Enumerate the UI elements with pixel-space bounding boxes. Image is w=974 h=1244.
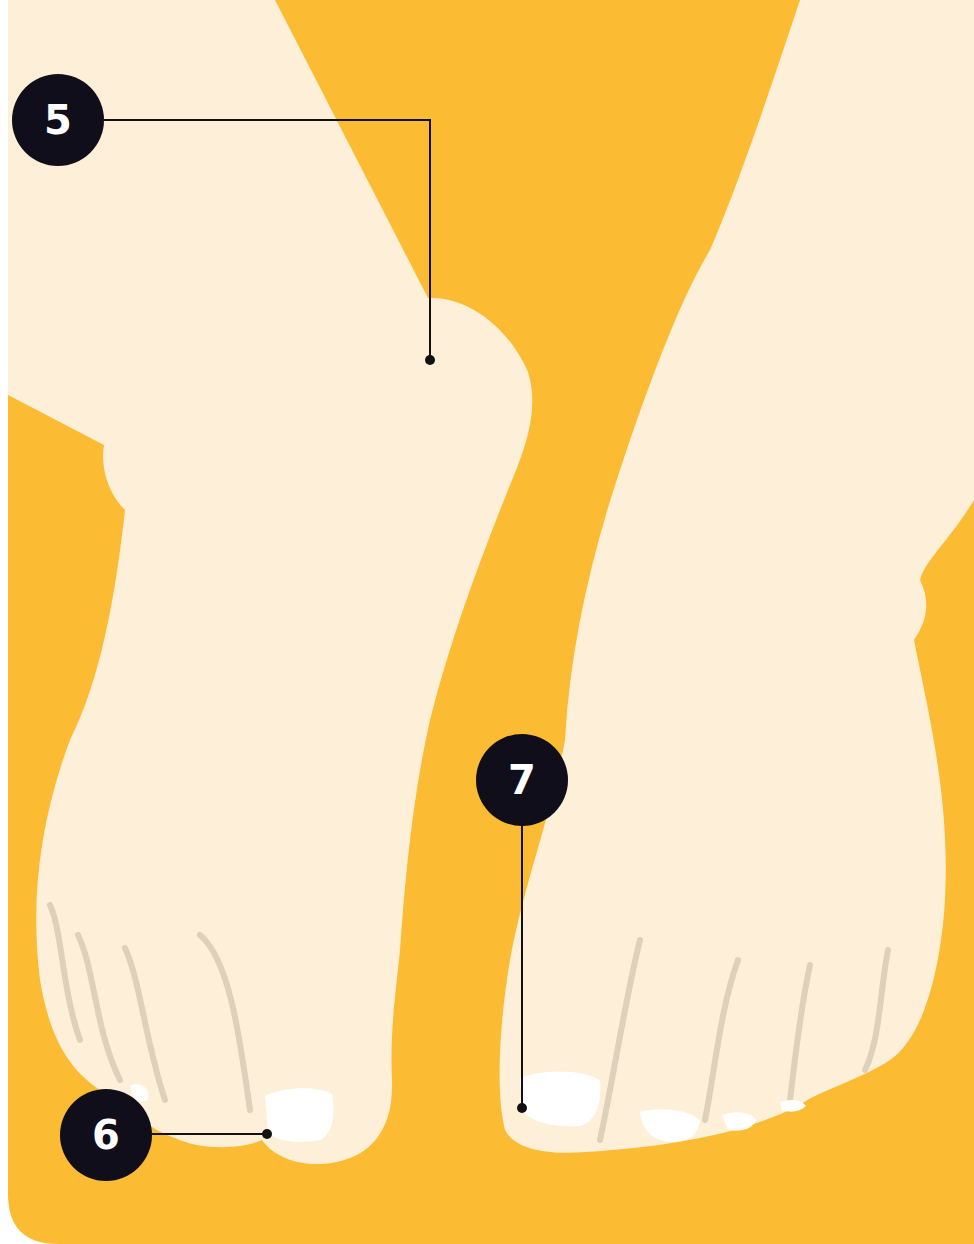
callout-circle: 6 <box>60 1089 152 1181</box>
callout-circle: 7 <box>476 734 568 826</box>
left-foot <box>8 0 532 1164</box>
callout-number: 5 <box>44 100 72 140</box>
right-foot <box>500 0 974 1153</box>
callout-number: 6 <box>92 1115 120 1155</box>
background-panel <box>8 0 974 1244</box>
left-toe-shading <box>50 905 250 1110</box>
right-toe-shading <box>600 940 888 1140</box>
callout-circle: 5 <box>12 74 104 166</box>
toenails <box>130 1071 806 1142</box>
leader-dots <box>262 355 527 1139</box>
leader-lines <box>104 120 522 1134</box>
callout-number: 7 <box>508 760 536 800</box>
